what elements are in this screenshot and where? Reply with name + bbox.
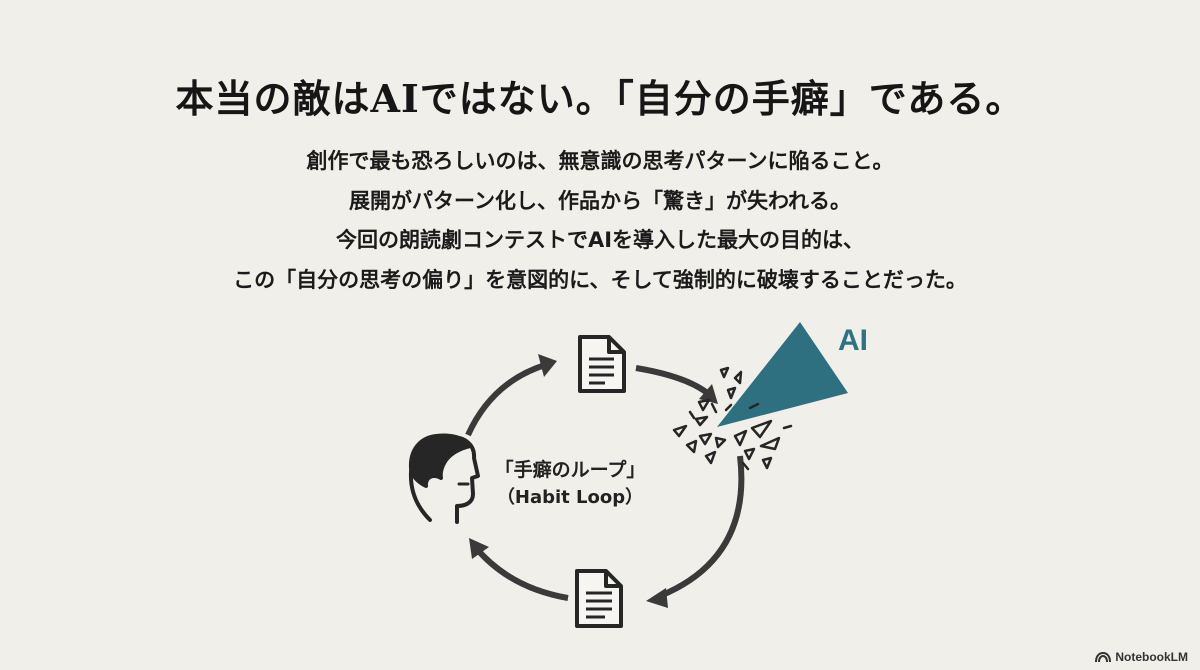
arrowhead-icon bbox=[699, 384, 718, 404]
arrowhead-icon bbox=[646, 588, 668, 608]
body-line: 創作で最も恐ろしいのは、無意識の思考パターンに陥ること。 bbox=[306, 149, 894, 173]
ai-wedge-icon bbox=[717, 322, 848, 427]
body-text: 創作で最も恐ろしいのは、無意識の思考パターンに陥ること。 展開がパターン化し、作… bbox=[0, 142, 1200, 300]
notebooklm-brand: NotebookLM bbox=[1095, 650, 1188, 664]
arrowhead-icon bbox=[538, 354, 557, 377]
habit-loop-label: 「手癖のループ」 （Habit Loop） bbox=[470, 456, 670, 512]
arrow-head-to-doc bbox=[465, 362, 546, 437]
shard-lines bbox=[688, 402, 793, 471]
document-icon bbox=[578, 335, 626, 393]
arrow-ai-to-doc bbox=[658, 455, 745, 599]
head-profile-icon bbox=[408, 433, 480, 524]
loop-arrows bbox=[465, 354, 745, 608]
slide-title: 本当の敵はAIではない。「自分の手癖」である。 bbox=[175, 76, 1025, 121]
document-icon bbox=[575, 569, 623, 628]
broken-shards-icon bbox=[672, 366, 781, 470]
loop-label-jp: 「手癖のループ」 bbox=[494, 459, 646, 481]
loop-label-en: （Habit Loop） bbox=[496, 487, 644, 508]
brand-label: NotebookLM bbox=[1115, 650, 1188, 664]
body-line: 今回の朗読劇コンテストでAIを導入した最大の目的は、 bbox=[335, 228, 865, 252]
body-line: 展開がパターン化し、作品から「驚き」が失われる。 bbox=[349, 188, 851, 213]
body-line: この「自分の思考の偏り」を意図的に、そして強制的に破壊することだった。 bbox=[233, 267, 967, 292]
arrowhead-icon bbox=[469, 538, 489, 559]
ai-label: AI bbox=[838, 324, 868, 357]
notebooklm-logo-icon bbox=[1095, 651, 1112, 663]
arrow-doc-to-ai bbox=[635, 365, 708, 395]
arrow-doc-to-head bbox=[473, 546, 569, 601]
